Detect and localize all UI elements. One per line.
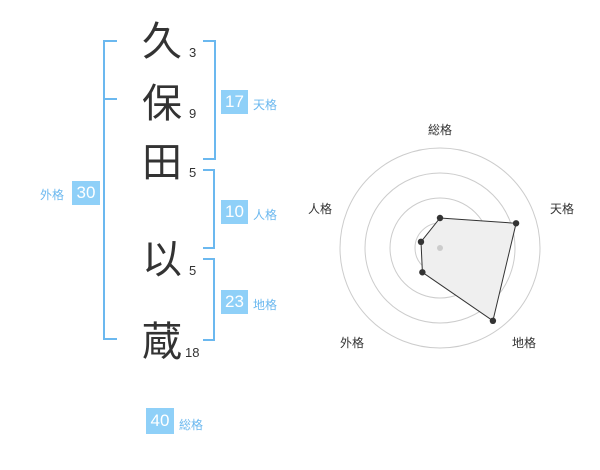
chikaku-badge: 23 [221,290,248,314]
radar-point-1 [436,214,444,222]
gaikaku-bracket [103,40,117,340]
radar-ring-2 [364,172,516,324]
name-char-4: 以 [142,237,182,283]
gaikaku-badge: 30 [72,181,100,205]
radar-axis-label-1: 総格 [428,122,452,137]
fortune-radar: 総格 天格 地格 外格 人格 [308,122,574,350]
radar-axis-label-3: 地格 [512,335,536,350]
tenkaku-bracket [203,40,216,160]
jinkaku-bracket [203,169,215,249]
radar-axis-label-2: 天格 [550,201,574,216]
stroke-count-2: 9 [189,106,197,121]
stroke-count-5: 18 [185,345,200,360]
gaikaku-label: 外格 [40,188,65,202]
radar-axis-label-5: 人格 [308,201,332,216]
soukaku-label: 総格 [179,418,204,432]
jinkaku-label: 人格 [253,208,278,222]
name-char-3: 田 [142,140,182,186]
stroke-count-1: 3 [189,45,197,60]
radar-shape [420,217,517,322]
tenkaku-badge: 17 [221,90,248,114]
radar-point-4 [419,269,426,276]
name-char-5: 蔵 [142,319,182,365]
radar-point-3 [489,317,497,325]
stroke-count-3: 5 [189,165,197,180]
name-char-1: 久 [142,19,182,65]
tenkaku-label: 天格 [253,98,278,112]
stroke-count-4: 5 [189,263,197,278]
soukaku-badge: 40 [146,408,174,434]
radar-point-2 [512,220,520,227]
radar-axis-label-4: 外格 [340,335,364,350]
name-char-2: 保 [142,81,182,127]
chikaku-bracket [203,258,215,341]
radar-points [417,214,520,325]
chikaku-label: 地格 [253,298,278,312]
jinkaku-badge: 10 [221,200,248,224]
radar-center [437,245,443,251]
radar-point-5 [417,238,425,246]
radar-ring-1 [339,147,541,349]
fortune-brackets [103,40,216,341]
